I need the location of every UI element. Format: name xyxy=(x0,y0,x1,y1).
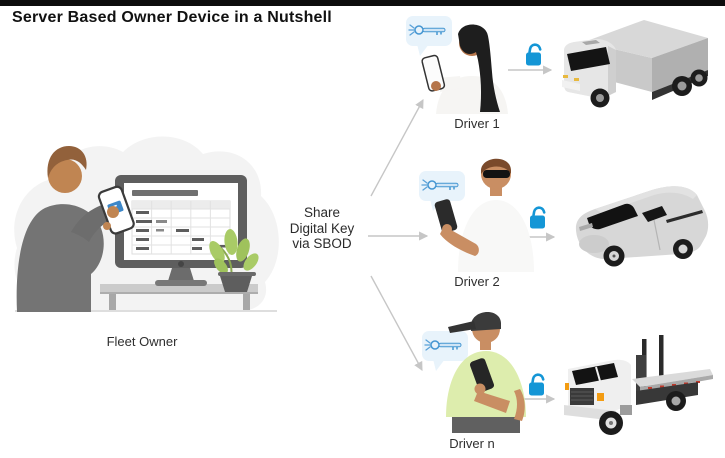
unlock-icon xyxy=(526,43,542,66)
fleet-owner-label: Fleet Owner xyxy=(106,334,178,349)
share-key-text-line3: via SBOD xyxy=(292,236,352,251)
unlock-icon xyxy=(530,206,546,229)
page-title: Server Based Owner Device in a Nutshell xyxy=(12,9,332,26)
digital-key-icon xyxy=(408,24,446,36)
cargo-van-illustration xyxy=(575,186,709,267)
flatbed-truck-illustration xyxy=(564,335,713,435)
driver-n-illustration xyxy=(446,311,526,433)
fleet-owner-person xyxy=(16,146,135,312)
sunglasses xyxy=(483,170,510,178)
driver-2-label: Driver 2 xyxy=(454,274,500,289)
arrow-to-driver-n xyxy=(370,275,423,371)
share-key-text: Share Digital Key via SBOD xyxy=(268,205,376,252)
box-truck-illustration xyxy=(562,20,708,108)
share-key-text-line2: Digital Key xyxy=(289,220,355,236)
unlock-icon xyxy=(529,373,545,396)
share-key-text-line1: Share xyxy=(303,205,341,220)
baseball-cap xyxy=(471,311,501,331)
driver-1-illustration xyxy=(421,24,508,114)
potted-plant xyxy=(209,229,259,292)
digital-key-bubble-icon xyxy=(406,16,452,56)
driver-n-phone xyxy=(469,358,495,392)
driver-2-phone xyxy=(434,199,458,233)
digital-key-bubble-icon xyxy=(422,331,468,371)
digital-key-icon xyxy=(421,179,459,191)
arrow-to-driver-1 xyxy=(370,98,424,197)
fleet-owner-illustration xyxy=(14,136,279,312)
top-border-bar xyxy=(0,0,725,6)
driver-n-label: Driver n xyxy=(449,436,495,451)
driver-1-label: Driver 1 xyxy=(454,116,500,131)
floor-line xyxy=(15,310,277,312)
driver-2-illustration xyxy=(434,158,534,272)
desk xyxy=(100,284,258,310)
digital-key-icon xyxy=(424,339,462,351)
